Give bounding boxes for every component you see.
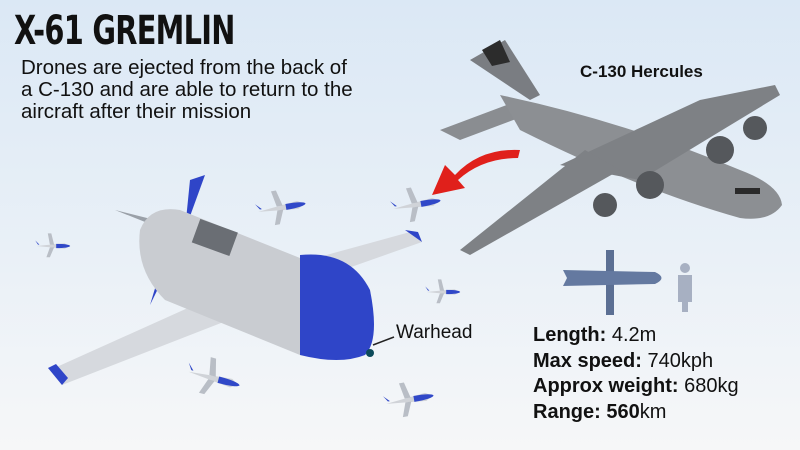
spec-label: Length: <box>533 324 607 346</box>
spec-label: Max speed: <box>533 349 642 372</box>
spec-label: Range: <box>533 400 601 423</box>
eject-arrow <box>432 149 520 195</box>
mini-drone <box>35 233 71 258</box>
spec-value-bold: 560 <box>606 400 640 423</box>
specs-list: Length: 4.2m Max speed: 740kph Approx we… <box>533 323 739 425</box>
mini-drone <box>253 185 309 228</box>
spec-weight: Approx weight: 680kg <box>533 374 739 400</box>
spec-label: Approx weight: <box>533 375 679 397</box>
spec-max-speed: Max speed: 740kph <box>533 349 739 375</box>
spec-value-unit: km <box>639 400 667 423</box>
aircraft-label: C-130 Hercules <box>580 62 703 81</box>
gremlin-drone <box>48 175 422 385</box>
warhead-label: Warhead <box>396 322 473 343</box>
mini-drone <box>181 352 245 403</box>
description: Drones are ejected from the back of a C-… <box>21 56 353 123</box>
page-title: X-61 GREMLIN <box>14 8 235 54</box>
spec-range: Range: 560km <box>533 400 739 426</box>
mini-drone <box>381 377 437 420</box>
c130-aircraft <box>440 40 782 255</box>
spec-length: Length: 4.2m <box>533 323 739 349</box>
spec-value: 740kph <box>647 349 714 372</box>
spec-value: 680kg <box>684 375 739 397</box>
size-comparison <box>563 250 692 315</box>
mini-drone <box>425 279 461 304</box>
spec-value: 4.2m <box>611 324 657 346</box>
